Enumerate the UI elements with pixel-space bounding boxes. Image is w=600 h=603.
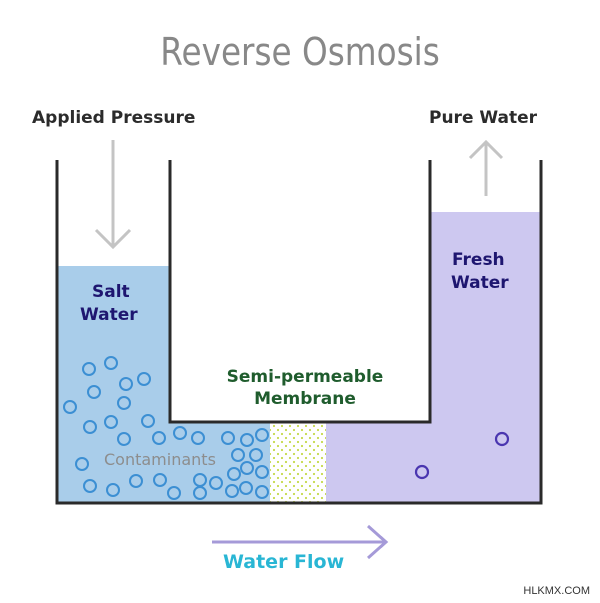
- particle: [255, 485, 269, 499]
- particle: [225, 484, 239, 498]
- arrow-right-icon: [212, 524, 389, 560]
- particle: [494, 431, 510, 447]
- particle: [137, 372, 151, 386]
- particle: [82, 362, 96, 376]
- particle: [104, 415, 118, 429]
- particle: [152, 431, 166, 445]
- particle: [117, 396, 131, 410]
- particle: [231, 448, 245, 462]
- contaminants-label: Contaminants: [104, 450, 216, 469]
- membrane-label-line1: Semi-permeable: [226, 367, 384, 387]
- particle: [104, 356, 118, 370]
- particle: [75, 457, 89, 471]
- particle: [129, 474, 143, 488]
- fresh-water-bottom-fill: [326, 422, 541, 503]
- site-credit: HLKMX.COM: [523, 585, 590, 597]
- particle: [255, 428, 269, 442]
- particle: [153, 473, 167, 487]
- particle: [209, 476, 223, 490]
- fresh-water-label-line1: Fresh: [452, 250, 505, 270]
- arrow-up-icon: [468, 139, 504, 196]
- particle: [221, 431, 235, 445]
- particle: [87, 385, 101, 399]
- particle: [191, 431, 205, 445]
- particle: [227, 467, 241, 481]
- contaminant-particles: [63, 356, 269, 500]
- water-flow-label: Water Flow: [223, 551, 345, 573]
- particle: [173, 426, 187, 440]
- particle: [83, 420, 97, 434]
- applied-pressure-label: Applied Pressure: [32, 108, 196, 128]
- particle: [83, 479, 97, 493]
- membrane-label-line2: Membrane: [254, 389, 356, 409]
- particle: [106, 483, 120, 497]
- particle: [119, 377, 133, 391]
- diagram-title: Reverse Osmosis: [160, 30, 440, 74]
- particle: [167, 486, 181, 500]
- salt-water-label-line2: Water: [80, 305, 138, 325]
- particle: [117, 432, 131, 446]
- u-tube-outer-wall: [55, 160, 543, 505]
- fresh-water-particles: [414, 431, 510, 480]
- salt-water-label-line1: Salt: [92, 282, 130, 302]
- particle: [255, 465, 269, 479]
- particle: [63, 400, 77, 414]
- pure-water-label: Pure Water: [429, 108, 538, 128]
- fresh-water-label-line2: Water: [451, 273, 509, 293]
- arrow-down-icon: [94, 140, 132, 250]
- u-tube-inner-wall: [168, 160, 432, 424]
- particle: [141, 414, 155, 428]
- particle: [249, 448, 263, 462]
- particle: [239, 481, 253, 495]
- semi-permeable-membrane: [270, 422, 326, 503]
- particle: [414, 464, 430, 480]
- particle: [193, 486, 207, 500]
- particle: [240, 461, 254, 475]
- particle: [240, 433, 254, 447]
